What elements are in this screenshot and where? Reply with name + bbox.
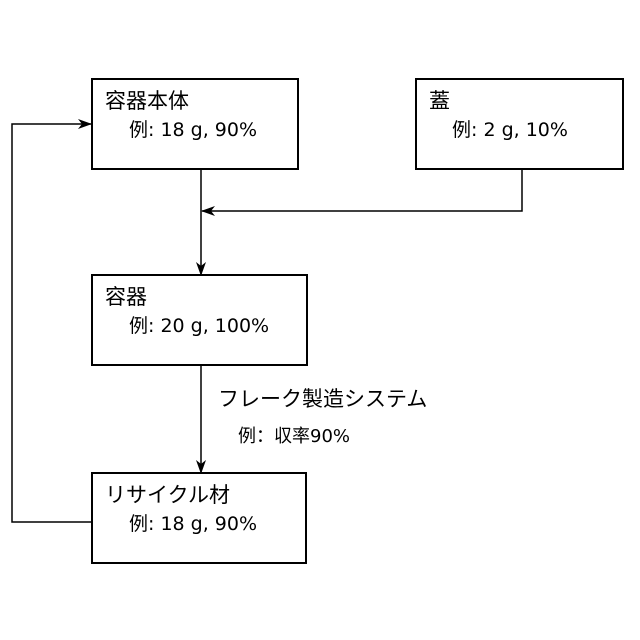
container-body-box: 容器本体 例: 18 g, 90%	[91, 78, 299, 170]
lid-title: 蓋	[429, 88, 450, 114]
container-body-example: 例: 18 g, 90%	[129, 118, 257, 142]
lid-box: 蓋 例: 2 g, 10%	[415, 78, 624, 170]
process-label: フレーク製造システム	[218, 386, 427, 412]
arrow-lid-to-merge	[202, 168, 522, 211]
container-title: 容器	[105, 284, 147, 310]
recycled-material-example: 例: 18 g, 90%	[129, 512, 257, 536]
arrow-recycle-loop	[12, 124, 91, 522]
container-box: 容器 例: 20 g, 100%	[91, 274, 308, 366]
process-example: 例：収率90%	[238, 425, 350, 449]
lid-example: 例: 2 g, 10%	[452, 118, 568, 142]
recycled-material-box: リサイクル材 例: 18 g, 90%	[91, 472, 307, 564]
recycled-material-title: リサイクル材	[105, 482, 230, 508]
container-example: 例: 20 g, 100%	[129, 314, 269, 338]
container-body-title: 容器本体	[105, 88, 189, 114]
